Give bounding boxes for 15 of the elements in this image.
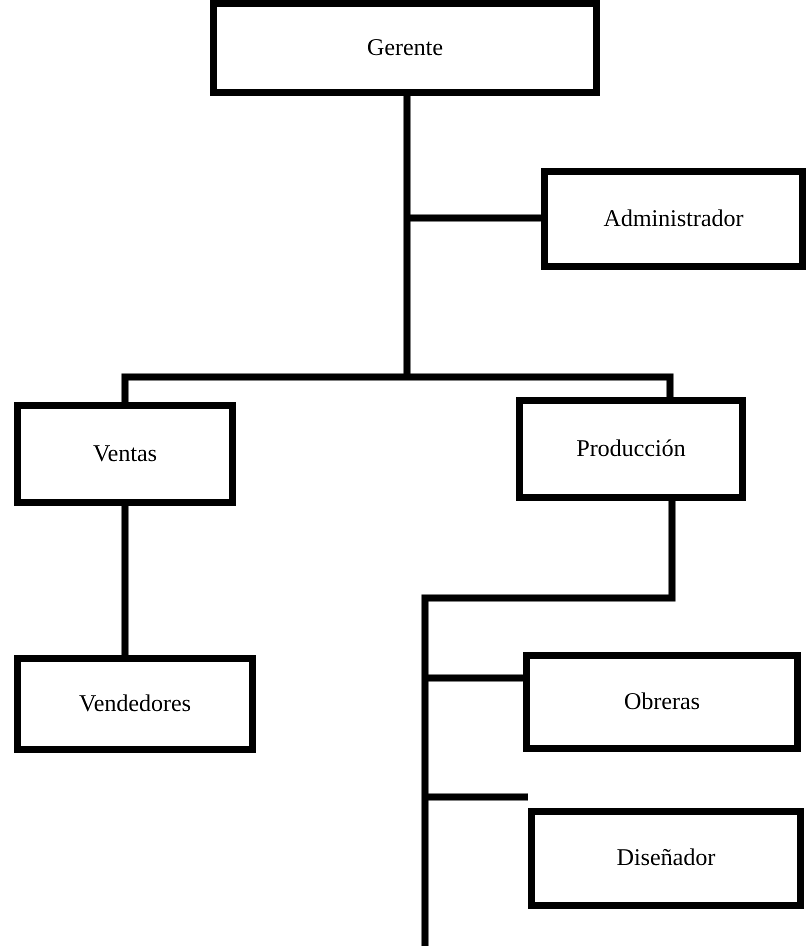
- org-box: [210, 0, 600, 96]
- role-label: Producción: [576, 436, 686, 462]
- role-label: Gerente: [367, 34, 443, 62]
- org-box: [541, 168, 806, 270]
- org-box: [523, 652, 801, 752]
- role-label: Ventas: [93, 440, 157, 468]
- org-box: [14, 655, 256, 753]
- org-box: [528, 808, 804, 909]
- org-box: [14, 402, 236, 506]
- role-label: Diseñador: [616, 845, 716, 872]
- role-label: Obreras: [624, 688, 700, 716]
- connector-line: [122, 506, 128, 655]
- role-label: Administrador: [604, 206, 744, 232]
- role-label: Vendedores: [79, 690, 191, 718]
- org-box: [516, 397, 746, 501]
